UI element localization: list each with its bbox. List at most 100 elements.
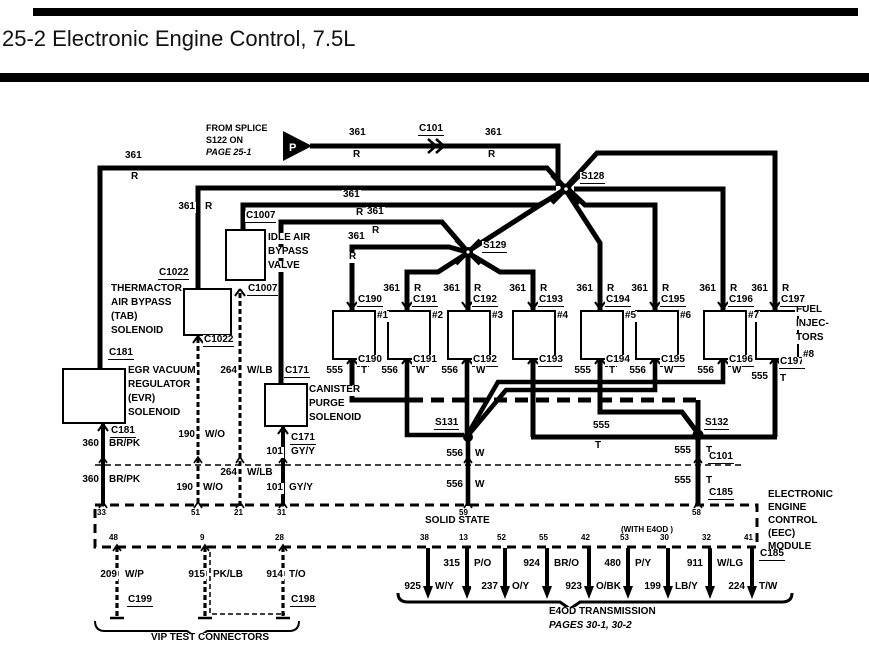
wire-label: 361	[497, 283, 527, 295]
wire-label: 360	[72, 474, 100, 486]
injector-tag: #4	[556, 310, 570, 322]
injector-tag: #7	[747, 310, 761, 322]
connector-label: C185	[759, 548, 785, 561]
tab-solenoid-box	[183, 288, 232, 336]
wire-label: W/LB	[246, 467, 274, 479]
wire-label: 264	[210, 365, 238, 377]
injector-tag: #5	[624, 310, 638, 322]
wire-label: 361	[124, 150, 143, 162]
wire-label: 101	[256, 446, 284, 458]
connector-label: C192	[472, 294, 498, 307]
connector-label: C198	[290, 594, 316, 607]
wire-color: LB/Y	[674, 581, 699, 593]
wire-label: 190	[168, 429, 196, 441]
injector-tag: #2	[431, 310, 445, 322]
from-splice-note: S122 ON	[205, 135, 245, 146]
wire-label: 361	[687, 283, 717, 295]
wire-label: W/O	[204, 429, 226, 441]
wire-label: W/P	[124, 569, 145, 581]
component-name: SOLENOID	[110, 325, 165, 337]
component-name: EGR VACUUM	[127, 365, 197, 377]
injector-caption: FUEL	[795, 304, 824, 316]
eec-pin: 53	[620, 533, 629, 542]
eec-pin: 51	[191, 508, 200, 517]
eec-pin: 21	[234, 508, 243, 517]
splice-label: S129	[482, 240, 508, 253]
connector-label: C181	[110, 425, 136, 438]
connector-label: C1007	[247, 283, 279, 296]
wire-label: R	[539, 283, 549, 295]
wire-label: R	[355, 207, 365, 219]
wire-label: 361	[371, 283, 401, 295]
eec-pin: 38	[420, 533, 429, 542]
wire-number: 923	[555, 581, 583, 593]
wire-label: 360	[72, 438, 100, 450]
wire-label: 361	[564, 283, 594, 295]
wire-label: 101	[256, 482, 284, 494]
wire-label: R	[204, 201, 214, 213]
connector-label: C195	[660, 294, 686, 307]
wire-label: R	[352, 149, 362, 161]
fuel-injector-box-4	[512, 310, 556, 360]
wire-label: BR/PK	[108, 438, 142, 450]
fuel-injector-box-1	[332, 310, 376, 360]
wire-label: W	[474, 448, 486, 460]
component-name: IDLE AIR	[267, 232, 312, 244]
connector-label: C171	[284, 365, 310, 378]
wire-label: 555	[662, 445, 692, 457]
component-name: (EVR)	[127, 393, 157, 405]
header-rule	[0, 73, 869, 82]
eec-pin: 59	[459, 508, 468, 517]
component-name: BYPASS	[267, 246, 310, 258]
eec-pin: 48	[109, 533, 118, 542]
fuel-injector-box-6	[635, 310, 679, 360]
wire-label: R	[781, 283, 791, 295]
component-name: PURGE	[308, 398, 346, 410]
fuel-injector-box-5	[580, 310, 624, 360]
injector-tag: #3	[491, 310, 505, 322]
wire-color: W/LG	[716, 558, 745, 570]
eec-pin: 52	[497, 533, 506, 542]
connector-label: C193	[538, 294, 564, 307]
wire-label: 361	[431, 283, 461, 295]
vip-caption: VIP TEST CONNECTORS	[150, 632, 270, 644]
wire-label: T	[608, 365, 617, 377]
wire-color: P/O	[473, 558, 493, 570]
wire-number: 925	[394, 581, 422, 593]
svg-text:P: P	[289, 142, 296, 154]
wire-label: 555	[592, 420, 611, 432]
connector-label: C1022	[203, 334, 235, 347]
wire-label: 361	[347, 231, 366, 243]
evr-solenoid-box	[62, 368, 126, 424]
wire-label: 556	[685, 365, 715, 377]
wire-label: 915	[178, 569, 206, 581]
page-title: 25-2 Electronic Engine Control, 7.5L	[2, 26, 356, 51]
connector-label: C1022	[158, 267, 190, 280]
wire-color: BR/O	[553, 558, 580, 570]
wire-number: 911	[676, 558, 704, 570]
wire-label: 555	[562, 365, 592, 377]
wire-number: 480	[594, 558, 622, 570]
wire-label: R	[413, 283, 423, 295]
wire-label: 556	[369, 365, 399, 377]
wire-label: T	[705, 445, 714, 457]
wire-label: W	[731, 365, 743, 377]
wire-label: W/LB	[246, 365, 274, 377]
connector-label: C1007	[245, 210, 277, 223]
wire-label: 556	[429, 365, 459, 377]
wire-label: 556	[434, 479, 464, 491]
wire-label: 361	[168, 201, 196, 213]
wire-label: 555	[314, 365, 344, 377]
wire-label: 361	[619, 283, 649, 295]
wire-number: 924	[513, 558, 541, 570]
eec-solid-state: SOLID STATE	[424, 515, 491, 527]
eec-pin: 30	[660, 533, 669, 542]
wire-number: 315	[433, 558, 461, 570]
wire-label: BR/PK	[108, 474, 142, 486]
wire-label: W	[475, 365, 487, 377]
connector-label: C197	[779, 356, 805, 369]
eec-pin: 32	[702, 533, 711, 542]
wire-label: 361	[366, 206, 385, 218]
injector-tag: #8	[802, 349, 816, 361]
